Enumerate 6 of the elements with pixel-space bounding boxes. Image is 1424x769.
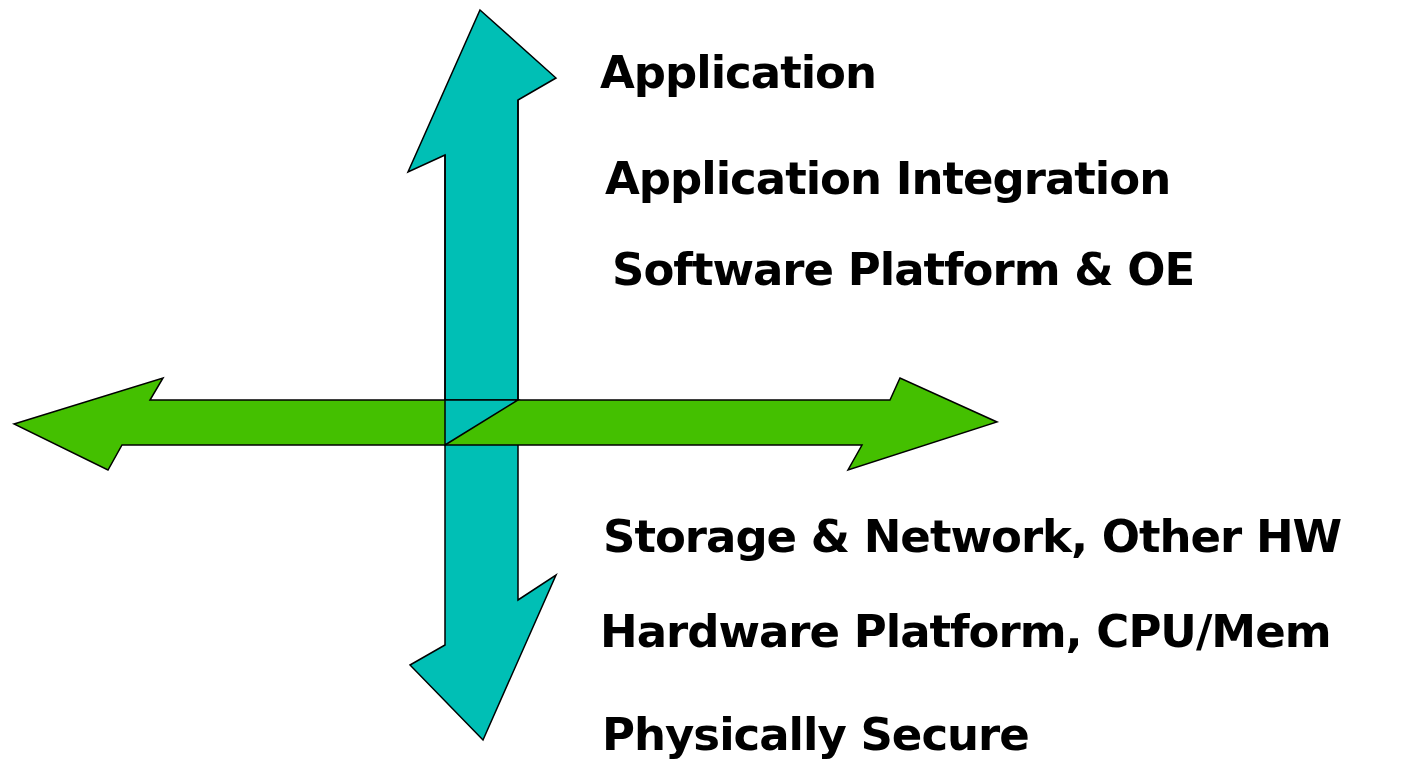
layer-label: Physically Secure — [602, 708, 1029, 762]
layer-label: Software Platform & OE — [612, 243, 1195, 297]
layer-label: Application — [600, 46, 877, 100]
layer-label: Storage & Network, Other HW — [603, 510, 1342, 564]
layer-label: Application Integration — [605, 152, 1171, 206]
layer-label: Hardware Platform, CPU/Mem — [600, 605, 1331, 659]
